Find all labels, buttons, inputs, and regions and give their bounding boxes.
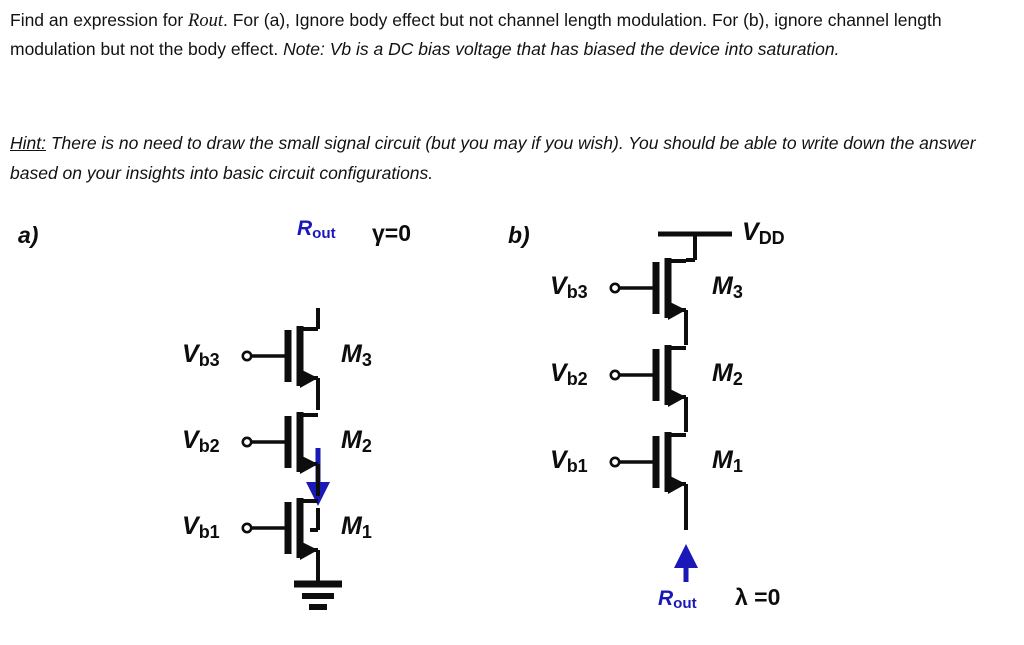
vdd-rail-b [658,231,732,262]
bias-label-vb1-b: Vb1 [550,446,588,476]
device-label-m3-a: M3 [341,340,372,370]
problem-paragraph: Find an expression for Rout. For (a), Ig… [10,6,1010,63]
bias-label-vb2-b: Vb2 [550,359,588,389]
problem-text-lead: Find an expression for [10,10,189,30]
vdd-label: VDD [742,218,785,248]
device-label-m3-b: M3 [712,272,743,302]
figure-b-part-label: b) [508,222,530,248]
rout-label-b: Rout [658,587,697,613]
device-label-m2-a: M2 [341,426,372,456]
figure-a: a) Rout γ=0 Vb3 M3 Vb2 M2 Vb1 M1 [0,200,500,645]
ground-symbol-a [294,580,342,610]
figure-b-schematic [609,231,732,582]
bias-label-vb1-a: Vb1 [182,512,220,542]
circuit-figures: a) Rout γ=0 Vb3 M3 Vb2 M2 Vb1 M1 [0,200,1024,645]
bias-label-vb2-a: Vb2 [182,426,220,456]
rout-label-a: Rout [297,217,336,243]
bias-label-vb3-b: Vb3 [550,272,588,302]
lambda-parameter-label: λ =0 [735,584,781,610]
gamma-parameter-label: γ=0 [372,220,412,246]
rout-arrow-b [674,544,698,582]
figure-a-schematic [241,308,342,610]
hint-block: Hint: There is no need to draw the small… [10,128,1010,188]
device-label-m2-b: M2 [712,359,743,389]
problem-note: Note: Vb is a DC bias voltage that has b… [283,39,840,59]
problem-text-body: . For (a), Ignore body effect but not ch… [10,10,942,59]
hint-text: There is no need to draw the small signa… [10,133,976,183]
bias-label-vb3-a: Vb3 [182,340,220,370]
problem-statement: Find an expression for Rout. For (a), Ig… [10,6,1010,63]
figure-a-part-label: a) [18,222,39,248]
figure-b: b) VDD Vb3 M3 Vb2 M2 Vb1 M1 Rout λ =0 [490,200,1024,645]
rout-inline-variable: Rout [188,11,223,31]
device-label-m1-a: M1 [341,512,372,542]
device-label-m1-b: M1 [712,446,743,476]
hint-label: Hint: [10,133,46,153]
